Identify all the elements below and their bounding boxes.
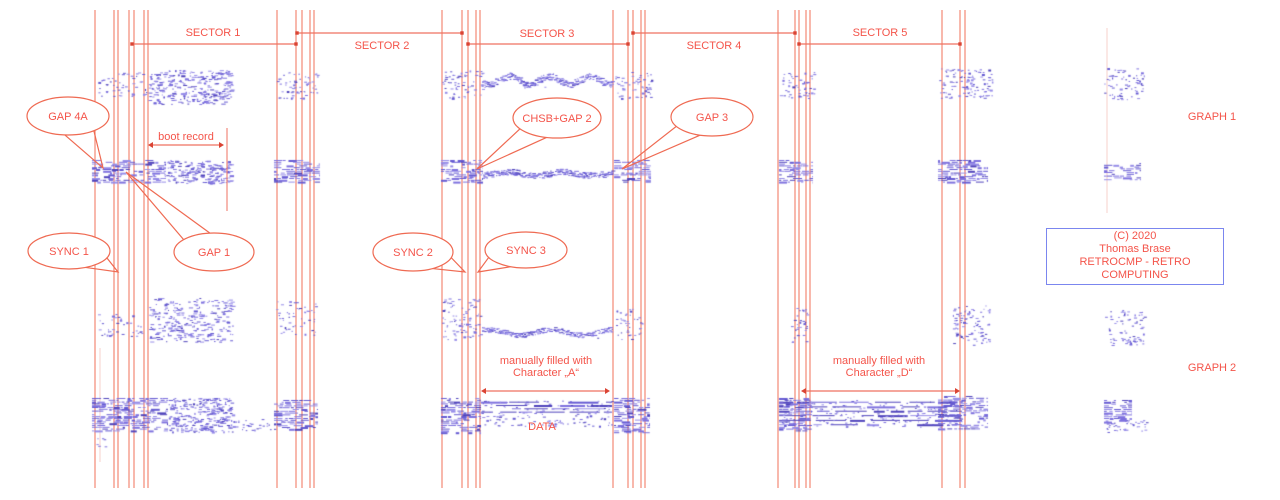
fill-d-line1: manually filled with (832, 355, 926, 367)
arrow-end-marker (793, 31, 797, 35)
callout-tail (85, 257, 120, 273)
copyright-box: (C) 2020 Thomas Brase RETROCMP - RETRO C… (1046, 228, 1224, 285)
arrow-end-marker (130, 42, 134, 46)
callout-label: SYNC 2 (393, 246, 433, 259)
copyright-author: Thomas Brase (1099, 243, 1171, 255)
fill-d-line2: Character „D“ (845, 367, 913, 379)
arrow-end-marker (294, 42, 298, 46)
callout-bubble (173, 232, 255, 272)
sector-label: SECTOR 3 (519, 28, 575, 40)
callout-tail (125, 171, 211, 241)
callout-tail (476, 128, 547, 170)
arrowhead-right (955, 388, 960, 394)
copyright-site: RETROCMP - RETRO COMPUTING (1079, 256, 1191, 281)
fill-d-annotation: manually filled with Character „D“ (833, 355, 925, 379)
arrowhead-left (801, 388, 806, 394)
data-label: DATA (528, 421, 556, 433)
fill-a-annotation: manually filled with Character „A“ (500, 355, 592, 379)
sector-label: SECTOR 2 (354, 40, 410, 52)
arrowhead-left (148, 142, 153, 148)
arrow-end-marker (460, 31, 464, 35)
callout-bubble (27, 232, 111, 270)
copyright-year: (C) 2020 (1113, 230, 1157, 242)
arrowhead-right (219, 142, 224, 148)
boot-record-label: boot record (158, 131, 214, 143)
callout-bubble (372, 232, 454, 272)
callout-label: SYNC 3 (506, 244, 546, 257)
callout-tail (64, 130, 105, 170)
callout-tail (476, 257, 511, 273)
callout-label: GAP 3 (695, 111, 729, 124)
fill-a-line1: manually filled with (499, 355, 593, 367)
arrow-end-marker (295, 31, 299, 35)
sector-label: SECTOR 5 (852, 27, 908, 39)
graph1-label: GRAPH 1 (1187, 111, 1237, 123)
arrowhead-left (481, 388, 486, 394)
arrowhead-right (605, 388, 610, 394)
arrow-end-marker (958, 42, 962, 46)
callout-bubble (484, 231, 568, 269)
callout-label: GAP 4A (48, 110, 88, 123)
callout-label: CHSB+GAP 2 (522, 112, 592, 125)
callout-tail (621, 125, 701, 170)
arrow-end-marker (631, 31, 635, 35)
callout-bubble (26, 96, 110, 136)
graph2-label: GRAPH 2 (1187, 362, 1237, 374)
callout-bubble (670, 97, 754, 137)
callout-label: GAP 1 (197, 246, 231, 259)
sector-label: SECTOR 1 (185, 27, 241, 39)
callout-bubble (512, 97, 602, 139)
arrow-end-marker (797, 42, 801, 46)
arrow-end-marker (626, 42, 630, 46)
sector-label: SECTOR 4 (686, 40, 742, 52)
callout-tail (432, 257, 467, 273)
fill-a-line2: Character „A“ (512, 367, 580, 379)
arrow-end-marker (466, 42, 470, 46)
callout-label: SYNC 1 (49, 245, 89, 258)
